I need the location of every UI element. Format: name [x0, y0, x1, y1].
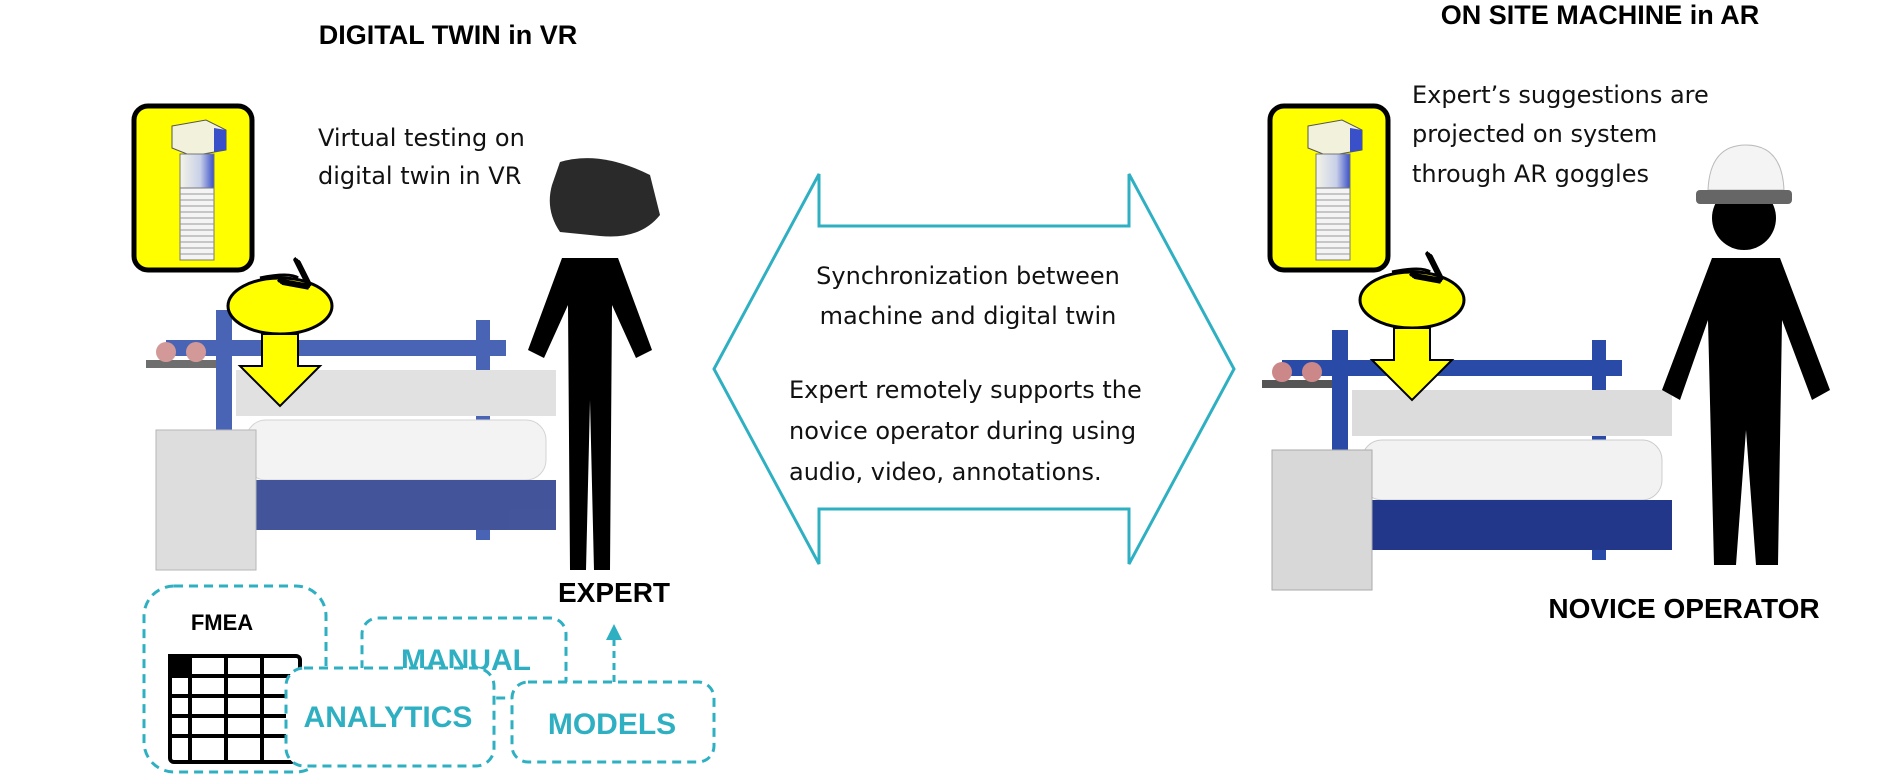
table-icon — [168, 654, 302, 764]
support-text-line-2: novice operator during using — [789, 417, 1136, 445]
sync-text-line-1: Synchronization between — [816, 262, 1120, 290]
novice-operator-label: NOVICE OPERATOR — [1548, 593, 1819, 624]
analytics-label: ANALYTICS — [304, 701, 473, 734]
support-text-line-1: Expert remotely supports the — [789, 376, 1142, 404]
right-title: ON SITE MACHINE in AR — [1441, 0, 1760, 30]
bolt-icon — [1270, 106, 1388, 270]
ar-goggles-icon — [1696, 190, 1792, 204]
arrow-head-icon — [606, 624, 622, 640]
digital-twin-machine — [145, 309, 557, 571]
bolt-icon — [134, 106, 252, 270]
on-site-machine — [1261, 329, 1673, 591]
models-label: MODELS — [548, 708, 676, 741]
left-title: DIGITAL TWIN in VR — [319, 20, 577, 50]
rotation-arrow-icon — [1360, 269, 1464, 400]
expert-label: EXPERT — [558, 577, 670, 608]
novice-operator-figure — [1662, 144, 1830, 565]
left-caption-line-1: Virtual testing on — [318, 124, 525, 152]
right-caption-line-3: through AR goggles — [1412, 160, 1649, 188]
hard-hat-icon — [1707, 144, 1785, 191]
right-caption-line-1: Expert’s suggestions are — [1412, 81, 1709, 109]
sync-double-arrow — [712, 173, 1236, 565]
sync-text-line-2: machine and digital twin — [820, 302, 1117, 330]
support-text-line-3: audio, video, annotations. — [789, 458, 1102, 486]
fmea-label: FMEA — [191, 610, 253, 635]
vr-headset-icon — [549, 158, 660, 237]
models-card — [510, 680, 716, 764]
analytics-card — [284, 666, 496, 768]
right-caption-line-2: projected on system — [1412, 120, 1657, 148]
expert-figure — [528, 158, 660, 570]
left-caption-line-2: digital twin in VR — [318, 162, 521, 190]
